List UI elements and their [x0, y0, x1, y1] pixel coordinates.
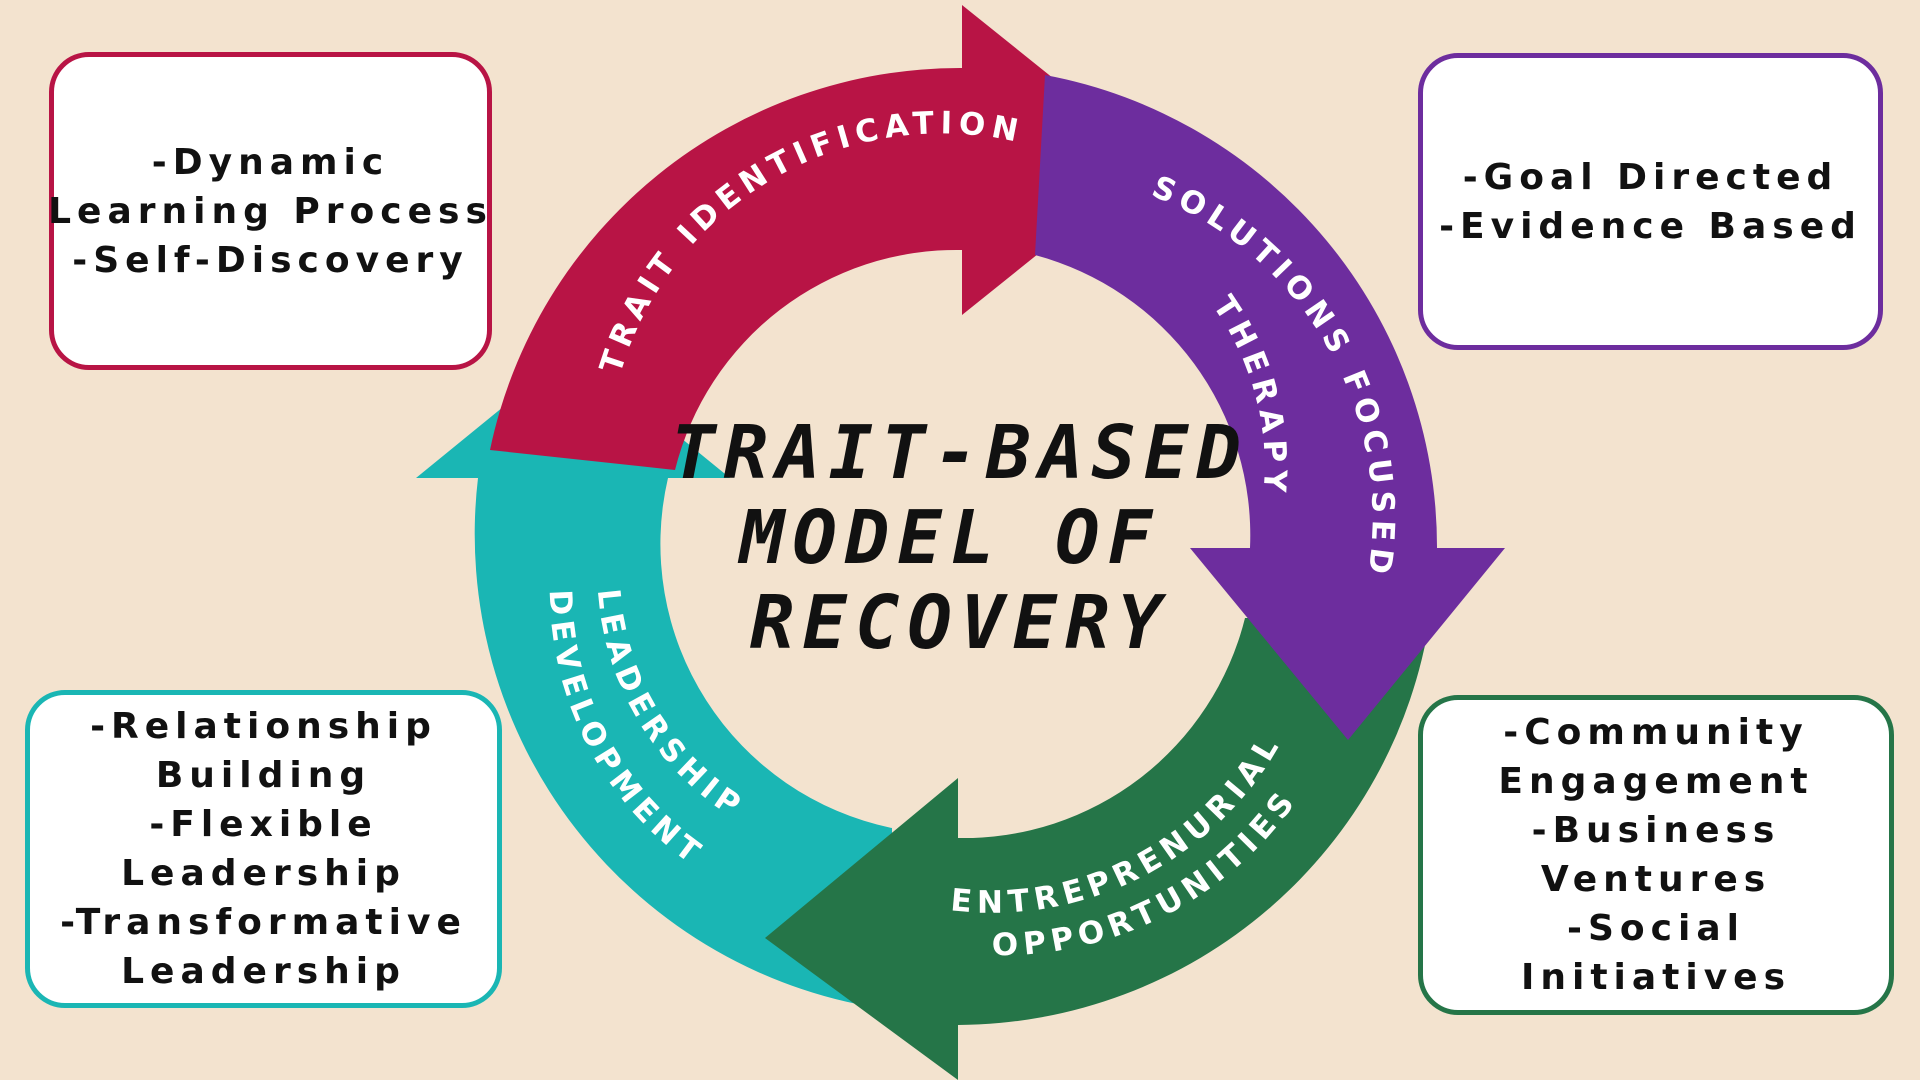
box-line: -Business: [1531, 810, 1781, 851]
trait-identification-arrow: [490, 5, 1155, 470]
leadership-development-arrow: [416, 350, 892, 1010]
center-title-line-1: TRAIT-BASED: [671, 410, 1249, 496]
trait-identification-notes-box: -Dynamic Learning Process -Self-Discover…: [48, 52, 493, 370]
box-line: Initiatives: [1520, 957, 1792, 998]
leadership-notes-box: -Relationship Building -Flexible Leaders…: [25, 690, 502, 1008]
entrepreneurial-notes-box: -Community Engagement -Business Ventures…: [1418, 695, 1894, 1015]
box-line: -Dynamic: [151, 141, 390, 183]
box-line: -Evidence Based: [1439, 205, 1862, 247]
box-line: -Community: [1503, 712, 1809, 753]
box-line: Leadership: [121, 853, 406, 894]
center-title-line-2: MODEL OF: [737, 495, 1160, 581]
box-line: Engagement: [1498, 761, 1814, 802]
box-line: Leadership: [121, 951, 406, 992]
solutions-focused-therapy-arrow: [1035, 75, 1505, 740]
box-line: Building: [155, 755, 372, 796]
box-line: -Relationship: [90, 706, 437, 747]
box-line: -Transformative: [60, 902, 467, 943]
box-line: -Self-Discovery: [72, 239, 469, 281]
box-line: -Flexible: [149, 804, 378, 845]
solutions-therapy-notes-box: -Goal Directed -Evidence Based: [1418, 53, 1883, 350]
entrepreneurial-opportunities-arrow: [765, 618, 1430, 1080]
box-line: -Social: [1567, 908, 1745, 949]
box-line: Ventures: [1540, 859, 1772, 900]
box-line: -Goal Directed: [1462, 156, 1839, 198]
box-line: Learning Process: [48, 190, 493, 232]
center-title-line-3: RECOVERY: [750, 580, 1170, 666]
